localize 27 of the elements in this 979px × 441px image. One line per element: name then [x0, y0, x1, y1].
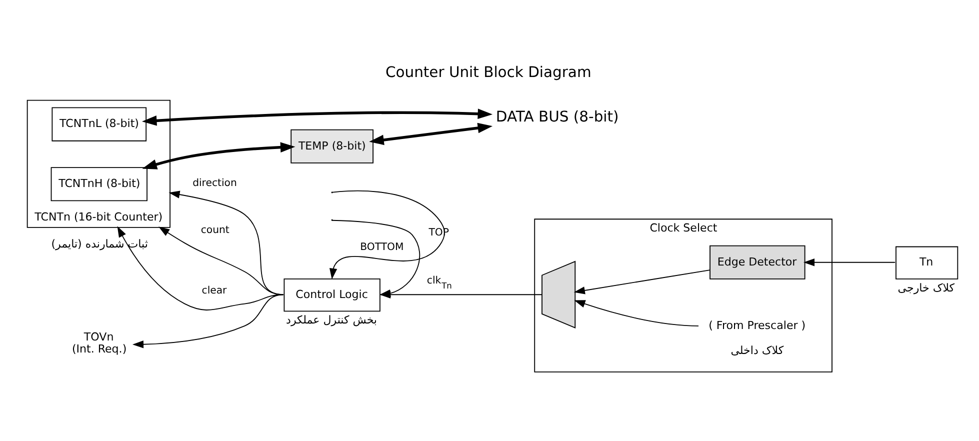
node-label: کلاک خارجی [898, 281, 955, 294]
edge-label: direction [192, 178, 237, 189]
edge-label: BOTTOM [360, 242, 404, 254]
arrow [142, 108, 493, 126]
arrow [369, 122, 493, 146]
edge-label: count [200, 224, 230, 236]
node-box: Tn [896, 246, 958, 280]
arrow [142, 142, 296, 170]
arrow [168, 190, 284, 296]
node-label: بخش کنترل عملکرد [286, 314, 378, 327]
node-box: Control Logic [284, 278, 380, 312]
node-box: Edge Detector [710, 245, 806, 280]
node-text: ( From Prescaler ) [708, 319, 806, 332]
node-box: TCNTnH (8-bit) [50, 167, 148, 202]
arrow [803, 258, 896, 266]
arrow [574, 270, 710, 294]
diagram-title: Counter Unit Block Diagram [385, 64, 592, 82]
node-box: TCNTnL (8-bit) [52, 107, 147, 142]
node-label: کلاک داخلی [730, 344, 784, 358]
node-text: DATA BUS (8-bit) [496, 108, 619, 126]
node-text: TOVn (Int. Req.) [72, 330, 127, 356]
arrow [132, 294, 284, 348]
edge-label: clear [202, 286, 227, 297]
node-trapezoid [542, 260, 576, 328]
node-box: TEMP (8-bit) [290, 129, 374, 164]
node-label: ثبات شمارنده (تایمر) [51, 237, 148, 250]
arrow [574, 300, 699, 326]
